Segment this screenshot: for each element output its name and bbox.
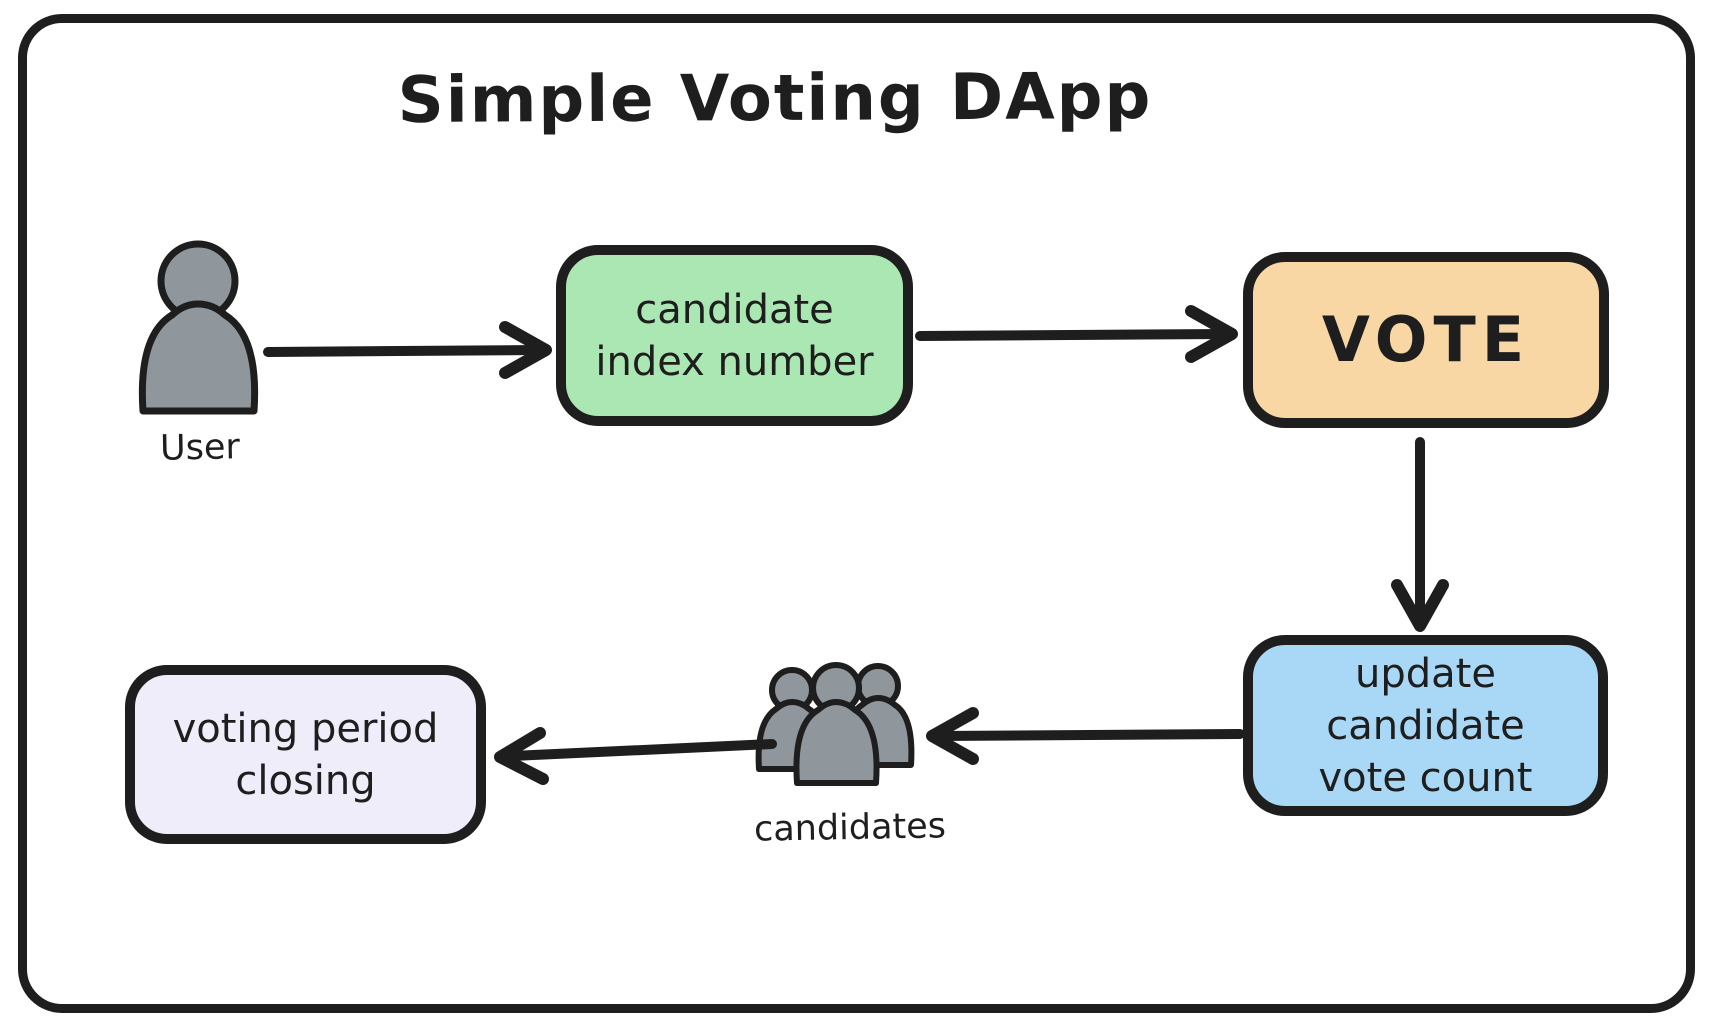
node-vote: VOTE	[1243, 252, 1609, 428]
node-vote-label: VOTE	[1321, 302, 1531, 376]
node-candidate-index-line2: index number	[595, 338, 874, 385]
user-icon	[138, 240, 259, 415]
arrow-vote-to-update	[1391, 437, 1449, 632]
node-update-vote-count: update candidate vote count	[1243, 635, 1608, 816]
node-candidate-index-line1: candidate	[635, 286, 834, 333]
arrow-candidates-to-closing	[494, 727, 777, 785]
outer-border	[18, 14, 1695, 1013]
node-closing-line2: closing	[235, 757, 376, 804]
node-candidate-index: candidate index number	[556, 245, 913, 426]
node-update-line1: update candidate	[1326, 650, 1525, 749]
node-closing-line1: voting period	[172, 705, 439, 752]
arrow-index-to-vote	[915, 305, 1238, 363]
node-voting-period-closing: voting period closing	[125, 665, 486, 844]
candidates-icon	[755, 662, 915, 786]
arrow-user-to-index	[263, 321, 552, 379]
node-update-line2: vote count	[1318, 754, 1533, 801]
arrow-update-to-candidates	[926, 707, 1245, 765]
